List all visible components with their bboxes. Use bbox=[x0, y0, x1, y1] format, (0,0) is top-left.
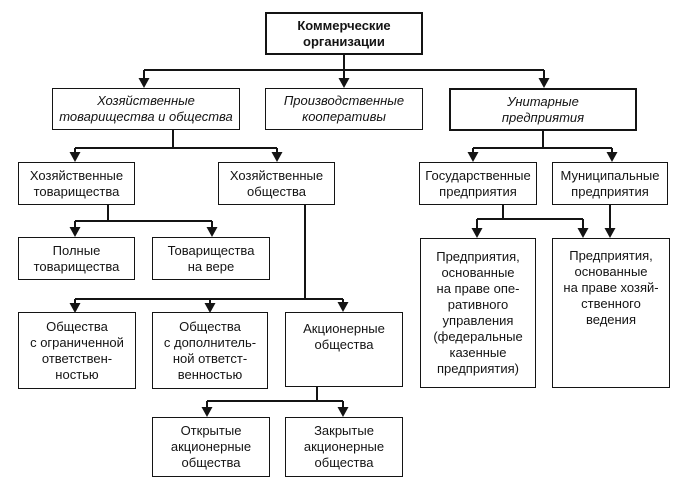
node-limited-partnerships: Товарищества на вере bbox=[152, 237, 270, 280]
node-limited-liability-companies: Общества с ограниченной ответствен- ност… bbox=[18, 312, 136, 389]
connector-jsc-to-children bbox=[201, 387, 349, 417]
node-open-joint-stock-companies: Открытые акционерные общества bbox=[152, 417, 270, 477]
node-municipal-enterprises: Муниципальные предприятия bbox=[552, 162, 668, 205]
node-additional-liability-companies: Общества с дополнитель- ной ответст- вен… bbox=[152, 312, 268, 389]
node-production-cooperatives: Производственные кооперативы bbox=[265, 88, 423, 130]
connector-partnerships-to-children bbox=[69, 205, 218, 237]
connector-root-to-level2 bbox=[138, 55, 550, 88]
node-business-companies: Хозяйственные общества bbox=[218, 162, 335, 205]
node-state-enterprises: Государственные предприятия bbox=[419, 162, 537, 205]
node-economic-management-enterprises: Предприятия, основанные на праве хозяй- … bbox=[552, 238, 670, 388]
connector-unitary-to-children bbox=[467, 131, 618, 162]
node-operational-management-enterprises: Предприятия, основанные на праве опе- ра… bbox=[420, 238, 536, 388]
connector-companies-to-children bbox=[69, 205, 349, 313]
node-closed-joint-stock-companies: Закрытые акционерные общества bbox=[285, 417, 403, 477]
node-commercial-organizations: Коммерческие организации bbox=[265, 12, 423, 55]
node-business-partnerships: Хозяйственные товарищества bbox=[18, 162, 135, 205]
node-unitary-enterprises: Унитарные предприятия bbox=[449, 88, 637, 131]
node-business-partnerships-and-companies: Хозяйственные товарищества и общества bbox=[52, 88, 240, 130]
node-general-partnerships: Полные товарищества bbox=[18, 237, 135, 280]
node-joint-stock-companies: Акционерные общества bbox=[285, 312, 403, 387]
connector-state-to-children bbox=[471, 205, 589, 238]
connector-municipal-to-child bbox=[604, 205, 616, 238]
connector-partnerships-and-companies-to-children bbox=[69, 130, 283, 162]
